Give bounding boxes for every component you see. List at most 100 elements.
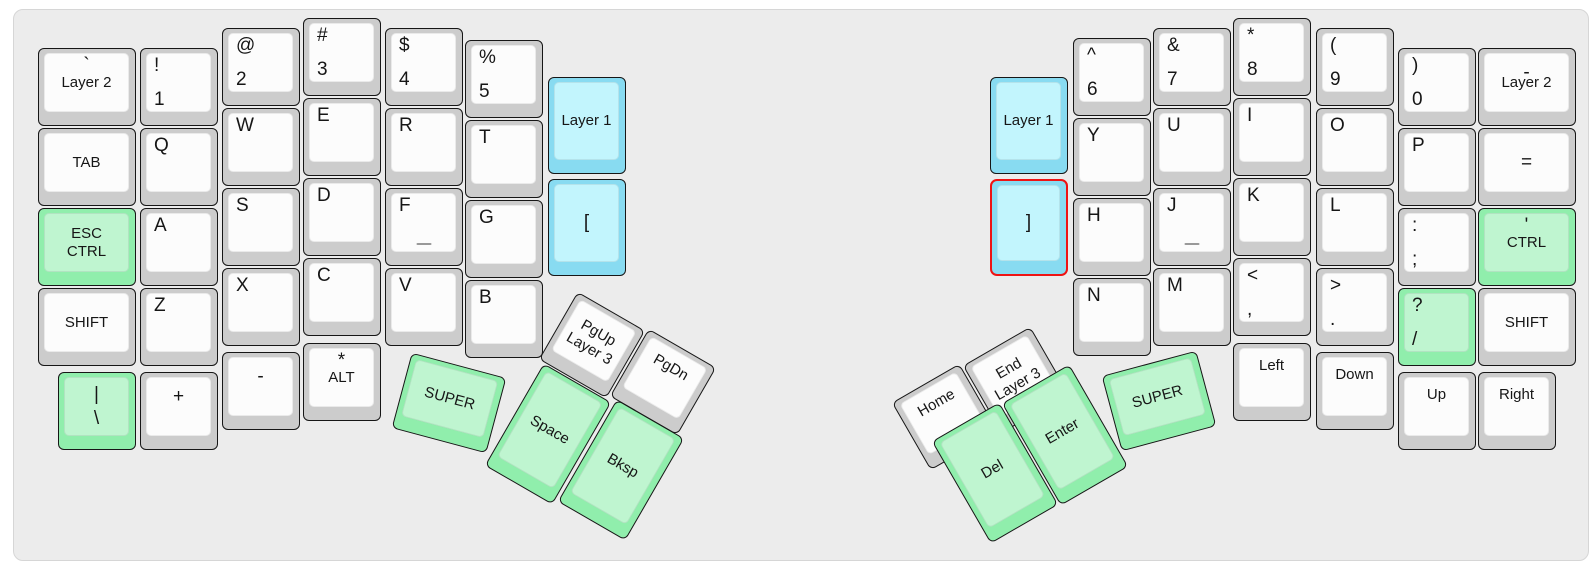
key-d[interactable]: D [303,178,381,256]
homing-bar [416,242,431,245]
key-s[interactable]: S [222,188,300,266]
key-label: E [317,105,330,126]
key-3[interactable]: #3 [303,18,381,96]
key-2[interactable]: @2 [222,28,300,106]
key-label: H [1087,205,1101,226]
key-minus-left[interactable]: - [222,352,300,430]
key-star-alt[interactable]: *ALT [303,343,381,421]
key-b[interactable]: B [465,280,543,358]
key-z[interactable]: Z [140,288,218,366]
key-1[interactable]: !1 [140,48,218,126]
key-label: M [1167,275,1183,296]
key-label: U [1167,115,1181,136]
key-h[interactable]: H [1073,198,1151,276]
key-up[interactable]: Up [1398,372,1476,450]
key-label: ALT [328,368,355,386]
key-o[interactable]: O [1316,108,1394,186]
key-down[interactable]: Down [1316,352,1394,430]
key-label: Left [1258,357,1285,374]
key-0[interactable]: )0 [1398,48,1476,126]
key-label: Q [154,135,169,156]
key-pipe-backslash[interactable]: |\ [58,372,136,450]
keycap-top: SHIFT [44,293,129,352]
key-e[interactable]: E [303,98,381,176]
key-t[interactable]: T [465,120,543,198]
key-label: Layer 2 [1501,73,1552,91]
key-period[interactable]: >. [1316,268,1394,346]
key-4[interactable]: $4 [385,28,463,106]
key-shift-left[interactable]: SHIFT [38,288,136,366]
keycap-top: SUPER [1108,357,1207,437]
key-y[interactable]: Y [1073,118,1151,196]
key-comma[interactable]: <, [1233,258,1311,336]
key-label: * [337,350,346,371]
key-minus-layer2[interactable]: -Layer 2 [1478,48,1576,126]
key-p[interactable]: P [1398,128,1476,206]
key-8[interactable]: *8 [1233,18,1311,96]
keycap-top: D [309,183,374,242]
key-label: V [399,275,412,296]
key-rbracket[interactable]: ] [990,179,1068,276]
keycap-top: Left [1239,348,1304,407]
key-j[interactable]: J [1153,188,1231,266]
keycap-top: L [1322,193,1387,252]
key-label: ' [1524,215,1529,236]
key-w[interactable]: W [222,108,300,186]
keycap-top: <, [1239,263,1304,322]
key-a[interactable]: A [140,208,218,286]
key-label: SUPER [1130,381,1185,412]
key-label: @ [236,35,256,56]
key-i[interactable]: I [1233,98,1311,176]
key-n[interactable]: N [1073,278,1151,356]
key-u[interactable]: U [1153,108,1231,186]
key-f[interactable]: F [385,188,463,266]
keycap-top: Up [1404,377,1469,436]
keycap-top: W [228,113,293,172]
key-k[interactable]: K [1233,178,1311,256]
key-l[interactable]: L [1316,188,1394,266]
key-layer1-right[interactable]: Layer 1 [990,77,1068,174]
key-g[interactable]: G [465,200,543,278]
key-6[interactable]: ^6 [1073,38,1151,116]
key-label: > [1330,275,1342,296]
keycap-top: #3 [309,23,374,82]
key-super-right[interactable]: SUPER [1101,350,1217,452]
key-left[interactable]: Left [1233,343,1311,421]
key-equals[interactable]: = [1478,128,1576,206]
key-layer1-left[interactable]: Layer 1 [548,77,626,174]
key-m[interactable]: M [1153,268,1231,346]
key-lbracket[interactable]: [ [548,179,626,276]
key-9[interactable]: (9 [1316,28,1394,106]
key-label: J [1167,195,1177,216]
key-shift-right[interactable]: SHIFT [1478,288,1576,366]
keycap-top: ] [997,185,1060,261]
key-quote-ctrl[interactable]: 'CTRL [1478,208,1576,286]
key-x[interactable]: X [222,268,300,346]
key-label: L [1330,195,1341,216]
key-semicolon[interactable]: :; [1398,208,1476,286]
keycap-top: K [1239,183,1304,242]
keycap-top: )0 [1404,53,1469,112]
keycap-top: [ [554,184,619,262]
key-label: - [1523,62,1530,83]
key-slash[interactable]: ?/ [1398,288,1476,366]
key-right[interactable]: Right [1478,372,1556,450]
key-label: ) [1412,55,1419,76]
key-7[interactable]: &7 [1153,28,1231,106]
keycap-top: H [1079,203,1144,262]
key-5[interactable]: %5 [465,40,543,118]
key-label: = [1520,151,1533,173]
key-super-left[interactable]: SUPER [391,352,507,454]
keycap-top: N [1079,283,1144,342]
key-c[interactable]: C [303,258,381,336]
key-grave-layer2[interactable]: `Layer 2 [38,48,136,126]
key-q[interactable]: Q [140,128,218,206]
key-r[interactable]: R [385,108,463,186]
key-plus[interactable]: + [140,372,218,450]
keycap-top: S [228,193,293,252]
keycap-top: = [1484,133,1569,192]
key-tab[interactable]: TAB [38,128,136,206]
key-v[interactable]: V [385,268,463,346]
